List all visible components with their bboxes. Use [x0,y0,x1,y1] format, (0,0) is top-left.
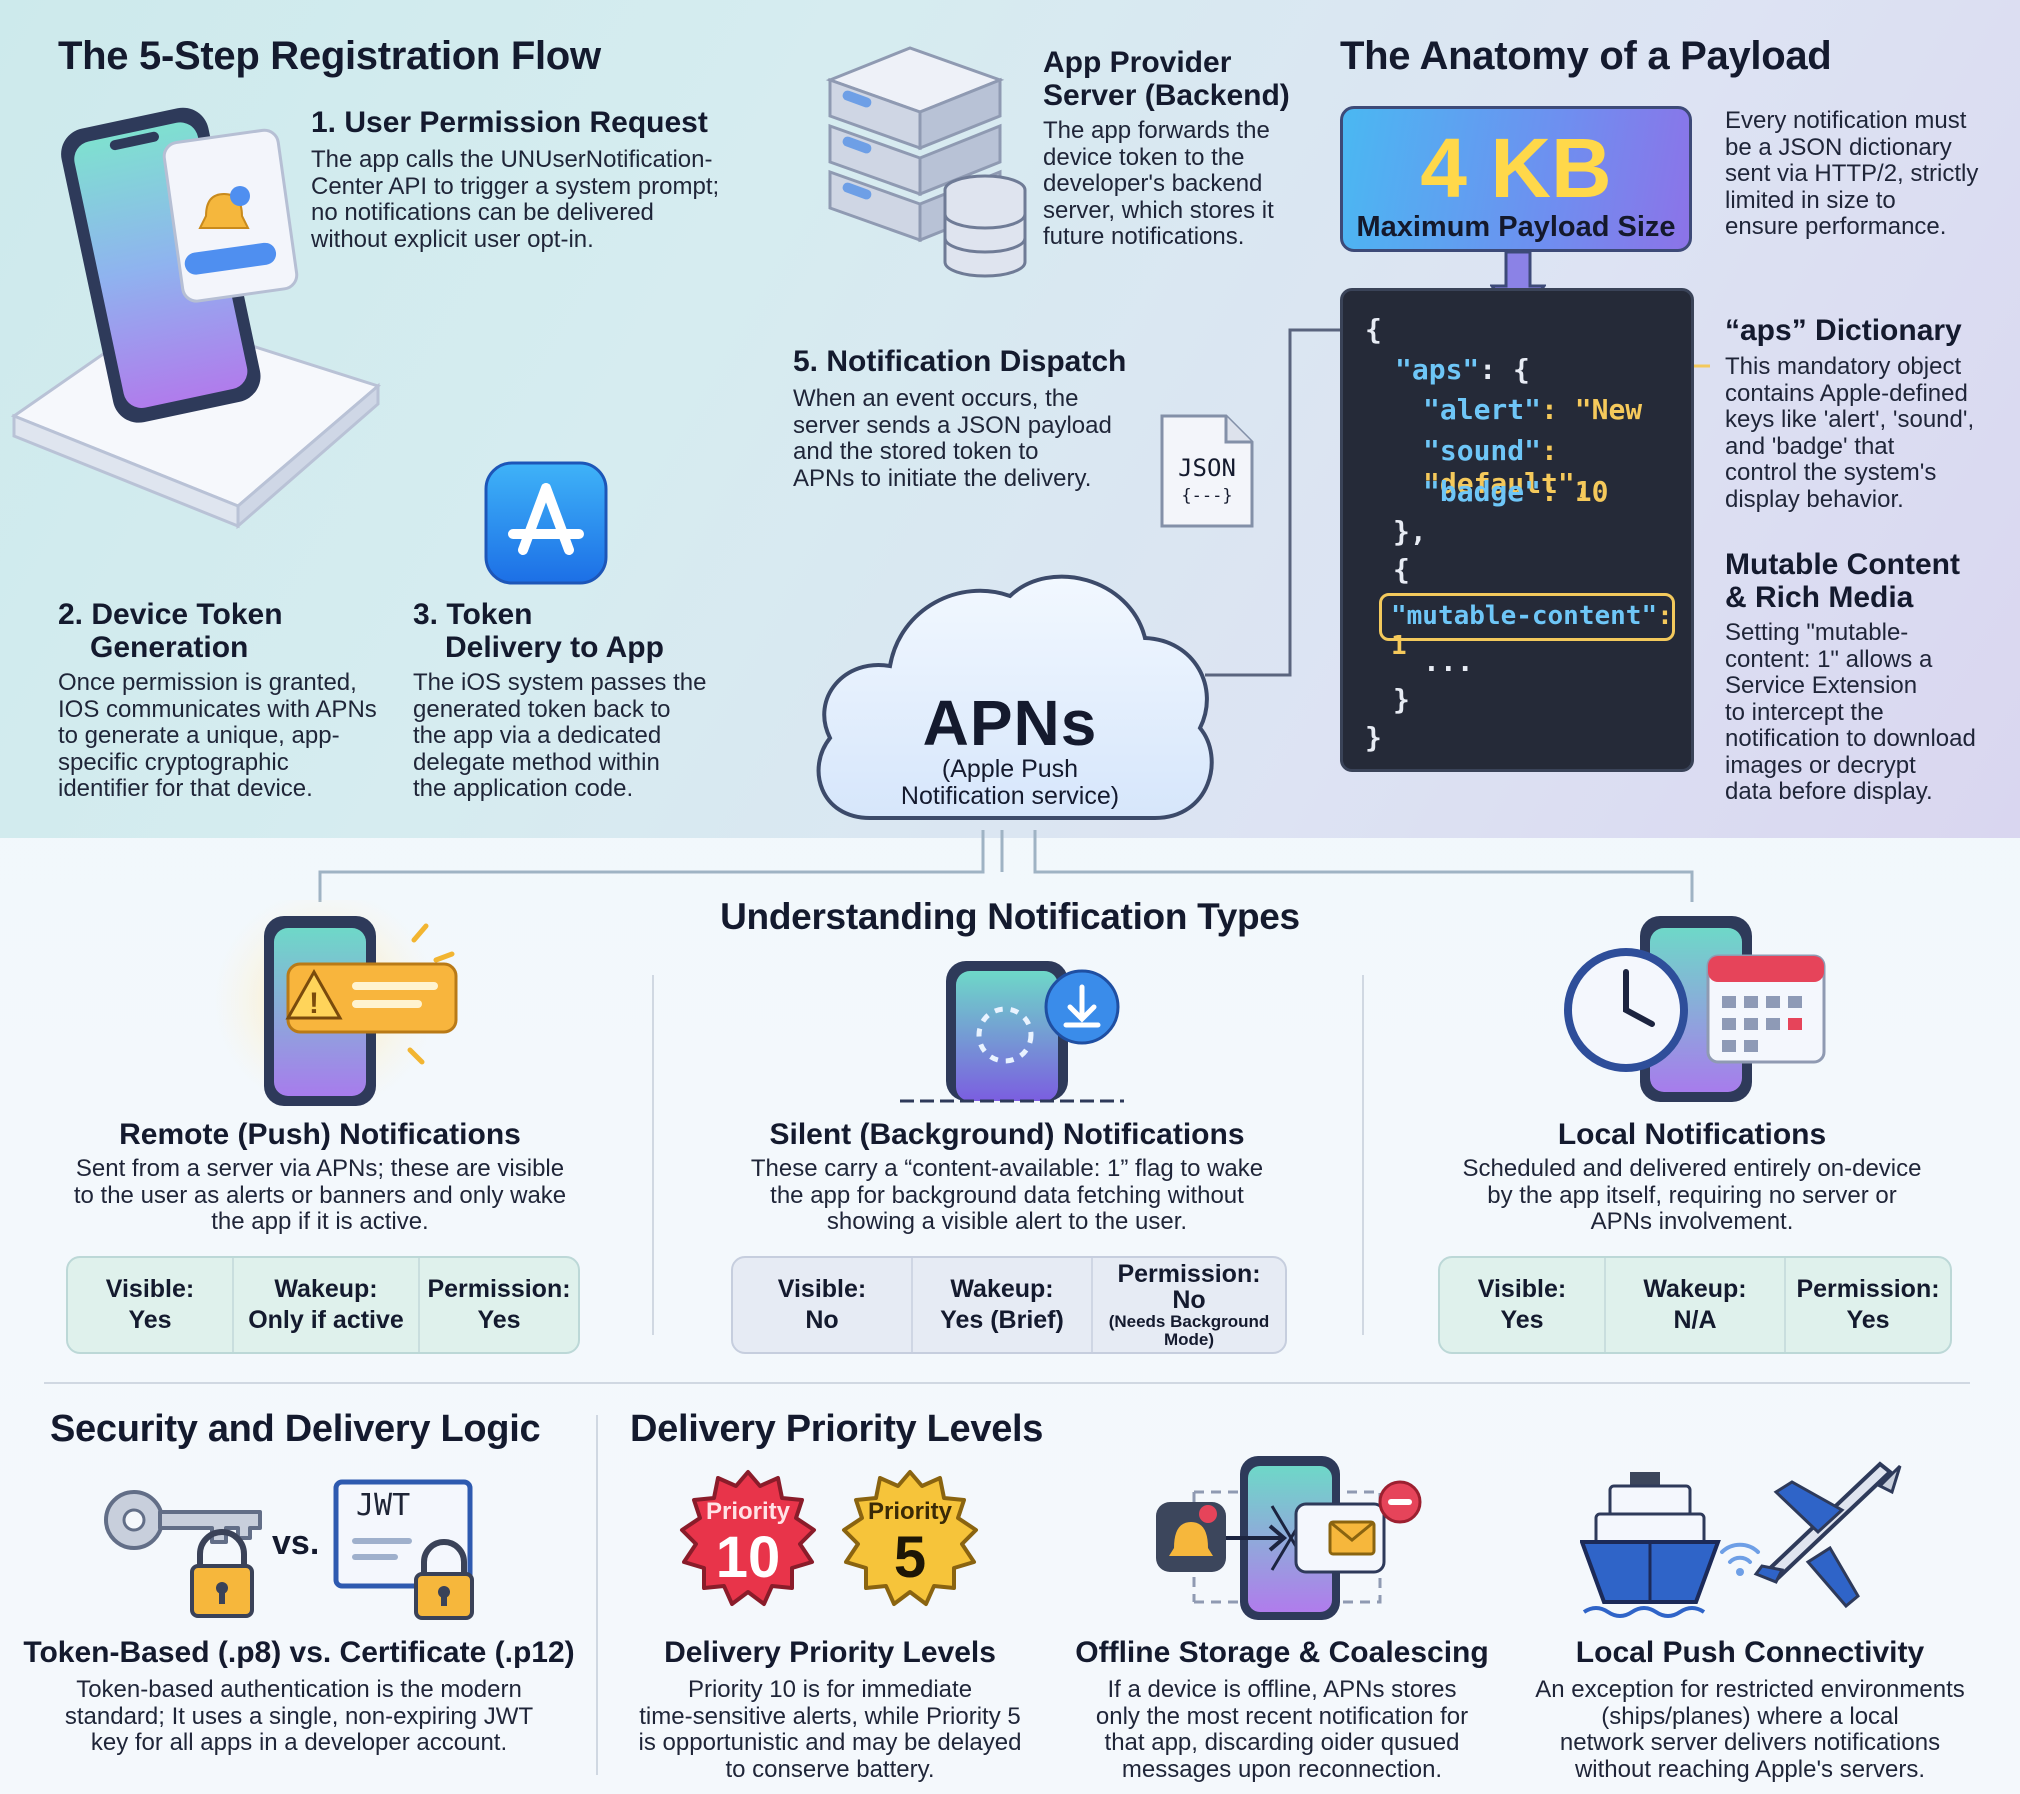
aps-dictionary-title: “aps” Dictionary [1725,314,1962,347]
apns-subtitle: (Apple Push Notification service) [900,755,1120,810]
priority-item-title: Delivery Priority Levels [664,1636,996,1669]
remote-notification-icon: ! [215,900,458,1110]
code-ellipsis: ... [1423,645,1474,678]
remote-visible: Visible:Yes [68,1258,234,1352]
step2-title: 2. Device Token Generation [58,598,283,664]
silent-permission: Permission: No (Needs Background Mode) [1108,1260,1270,1349]
registration-title: The 5-Step Registration Flow [58,34,601,78]
svg-text:!: ! [309,987,319,1020]
remote-title: Remote (Push) Notifications [119,1118,521,1151]
code-close-brace: } [1365,721,1382,754]
local-visible: Visible:Yes [1440,1258,1606,1352]
server-stack-icon [825,46,1027,278]
step1-title: 1. User Permission Request [311,106,708,139]
localpush-body: An exception for restricted environments… [1535,1676,1965,1783]
code-alert-line: "alert": "New [1423,393,1643,426]
ship-plane-icon [1580,1461,1902,1618]
step5-title: 5. Notification Dispatch [793,345,1127,378]
code-mutable-line: "mutable-content": 1 [1391,601,1673,661]
payload-code-block: { "aps": { "alert": "New "sound": "defau… [1340,288,1694,772]
offline-title: Offline Storage & Coalescing [1075,1636,1489,1669]
code-aps-line: "aps": { [1395,353,1530,386]
priority-5-value: 5 [893,1525,927,1590]
phone-permission-illustration [10,107,382,530]
localpush-title: Local Push Connectivity [1575,1636,1925,1669]
priority-body: Priority 10 is for immediate time-sensit… [638,1676,1022,1783]
priority-10-label: Priority [705,1498,791,1525]
types-divider-right [1362,975,1364,1335]
step5-body: When an event occurs, the server sends a… [793,385,1112,492]
json-sublabel: {---} [1181,486,1233,506]
mutable-content-title: Mutable Content & Rich Media [1725,548,1960,614]
security-item-title: Token-Based (.p8) vs. Certificate (.p12) [23,1636,575,1669]
offline-body: If a device is offline, APNs stores only… [1095,1676,1469,1783]
security-title: Security and Delivery Logic [50,1408,541,1450]
local-notification-icon [1564,916,1826,1102]
silent-title: Silent (Background) Notifications [769,1118,1245,1151]
remote-attributes: Visible:Yes Wakeup:Only if active Permis… [66,1256,580,1354]
json-label: JSON [1178,454,1236,482]
offline-storage-icon [1156,1456,1422,1620]
security-body: Token-based authentication is the modern… [64,1676,534,1756]
key-lock-icon [104,1490,262,1618]
remote-wakeup: Wakeup:Only if active [234,1258,420,1352]
silent-notification-icon [900,961,1124,1103]
local-body: Scheduled and delivered entirely on-devi… [1462,1155,1922,1235]
app-store-icon [484,461,608,585]
code-badge-line: "badge": 10 [1423,475,1609,508]
payload-size-box: 4 KB Maximum Payload Size [1340,106,1692,252]
jwt-certificate-icon: JWT [332,1478,480,1620]
code-close-brace-2: } [1393,683,1410,716]
remote-permission: Permission:Yes [427,1275,571,1334]
code-sound-line: "sound": "default", [1423,434,1592,500]
step1-body: The app calls the UNUserNotification- Ce… [311,146,720,253]
json-file-icon: JSON {---} [1158,412,1256,530]
types-divider-left [652,975,654,1335]
payload-size-value: 4 KB [1420,121,1612,215]
types-title: Understanding Notification Types [720,896,1300,937]
mutable-content-highlight [1379,593,1675,641]
bottom-divider [596,1415,598,1775]
code-open-brace-2: { [1393,553,1410,586]
silent-visible: Visible:No [733,1258,913,1352]
step3-title: 3. Token Delivery to App [413,598,664,664]
local-permission: Permission:Yes [1796,1275,1940,1334]
priority-10-badge: Priority 10 [676,1468,820,1612]
local-wakeup: Wakeup:N/A [1606,1258,1786,1352]
silent-body: These carry a “content-available: 1” fla… [750,1155,1264,1235]
code-open-brace: { [1365,313,1382,346]
payload-size-label: Maximum Payload Size [1356,211,1676,243]
vs-label: vs. [272,1524,320,1562]
remote-body: Sent from a server via APNs; these are v… [73,1155,567,1235]
priority-section-title: Delivery Priority Levels [630,1408,1044,1450]
local-attributes: Visible:Yes Wakeup:N/A Permission:Yes [1438,1256,1952,1354]
permission-prompt-icon [162,128,299,303]
priority-5-badge: Priority 5 [838,1468,982,1612]
aps-dictionary-body: This mandatory object contains Apple-def… [1725,353,1975,513]
payload-title: The Anatomy of a Payload [1340,34,1832,78]
section-divider [44,1382,1970,1384]
mutable-content-body: Setting "mutable- content: 1" allows a S… [1725,619,1976,805]
step4-title: App Provider Server (Backend) [1043,46,1290,112]
priority-10-value: 10 [715,1525,781,1590]
priority-5-label: Priority [867,1498,953,1525]
step3-body: The iOS system passes the generated toke… [413,669,707,802]
jwt-label: JWT [356,1488,411,1523]
silent-wakeup: Wakeup:Yes (Brief) [913,1258,1093,1352]
silent-attributes: Visible:No Wakeup:Yes (Brief) Permission… [731,1256,1287,1354]
payload-intro: Every notification must be a JSON dictio… [1725,107,1979,240]
step4-body: The app forwards the device token to the… [1043,117,1274,250]
local-title: Local Notifications [1557,1118,1827,1151]
step2-body: Once permission is granted, IOS communic… [58,669,377,802]
apns-cloud: APNs (Apple Push Notification service) [800,548,1220,838]
apns-title: APNs [922,687,1098,759]
code-close-aps: }, [1393,515,1427,548]
